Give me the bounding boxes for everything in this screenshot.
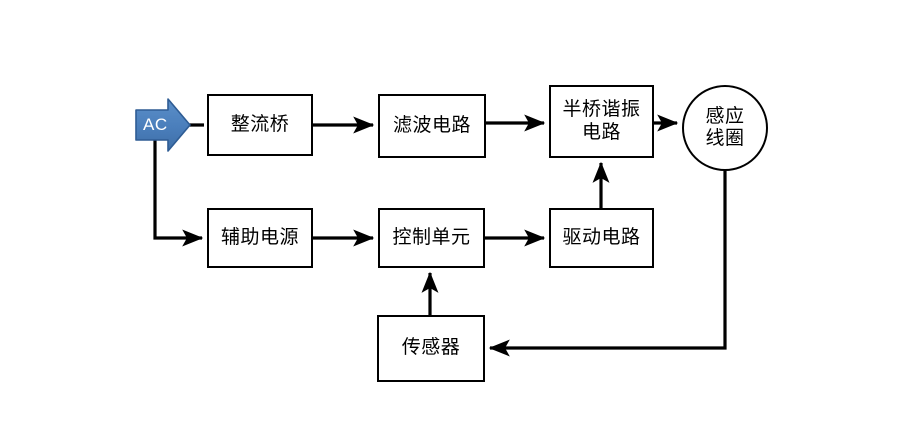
node-rectifier-label: 整流桥 xyxy=(230,113,290,135)
node-control-unit-label: 控制单元 xyxy=(392,226,471,248)
node-sensor-label: 传感器 xyxy=(401,337,461,359)
edge-coil-to-sensor xyxy=(488,171,727,357)
node-induction-coil[interactable]: 感应 线圈 xyxy=(682,85,768,171)
node-filter[interactable]: 滤波电路 xyxy=(378,94,486,158)
node-induction-coil-label: 感应 线圈 xyxy=(705,106,745,149)
node-driver-circuit-label: 驱动电路 xyxy=(562,226,641,248)
edge-ac-to-auxpower xyxy=(153,137,204,247)
ac-source-arrow xyxy=(135,98,191,152)
node-half-bridge-resonant-circuit[interactable]: 半桥谐振 电路 xyxy=(549,85,654,158)
node-driver-circuit[interactable]: 驱动电路 xyxy=(549,208,654,268)
node-filter-label: 滤波电路 xyxy=(392,114,471,136)
node-control-unit[interactable]: 控制单元 xyxy=(378,208,485,268)
node-half-bridge-resonant-circuit-label: 半桥谐振 电路 xyxy=(562,99,641,143)
node-auxiliary-power-supply-label: 辅助电源 xyxy=(220,226,299,248)
node-sensor[interactable]: 传感器 xyxy=(377,315,485,382)
node-rectifier[interactable]: 整流桥 xyxy=(207,94,313,156)
node-auxiliary-power-supply[interactable]: 辅助电源 xyxy=(207,208,313,268)
